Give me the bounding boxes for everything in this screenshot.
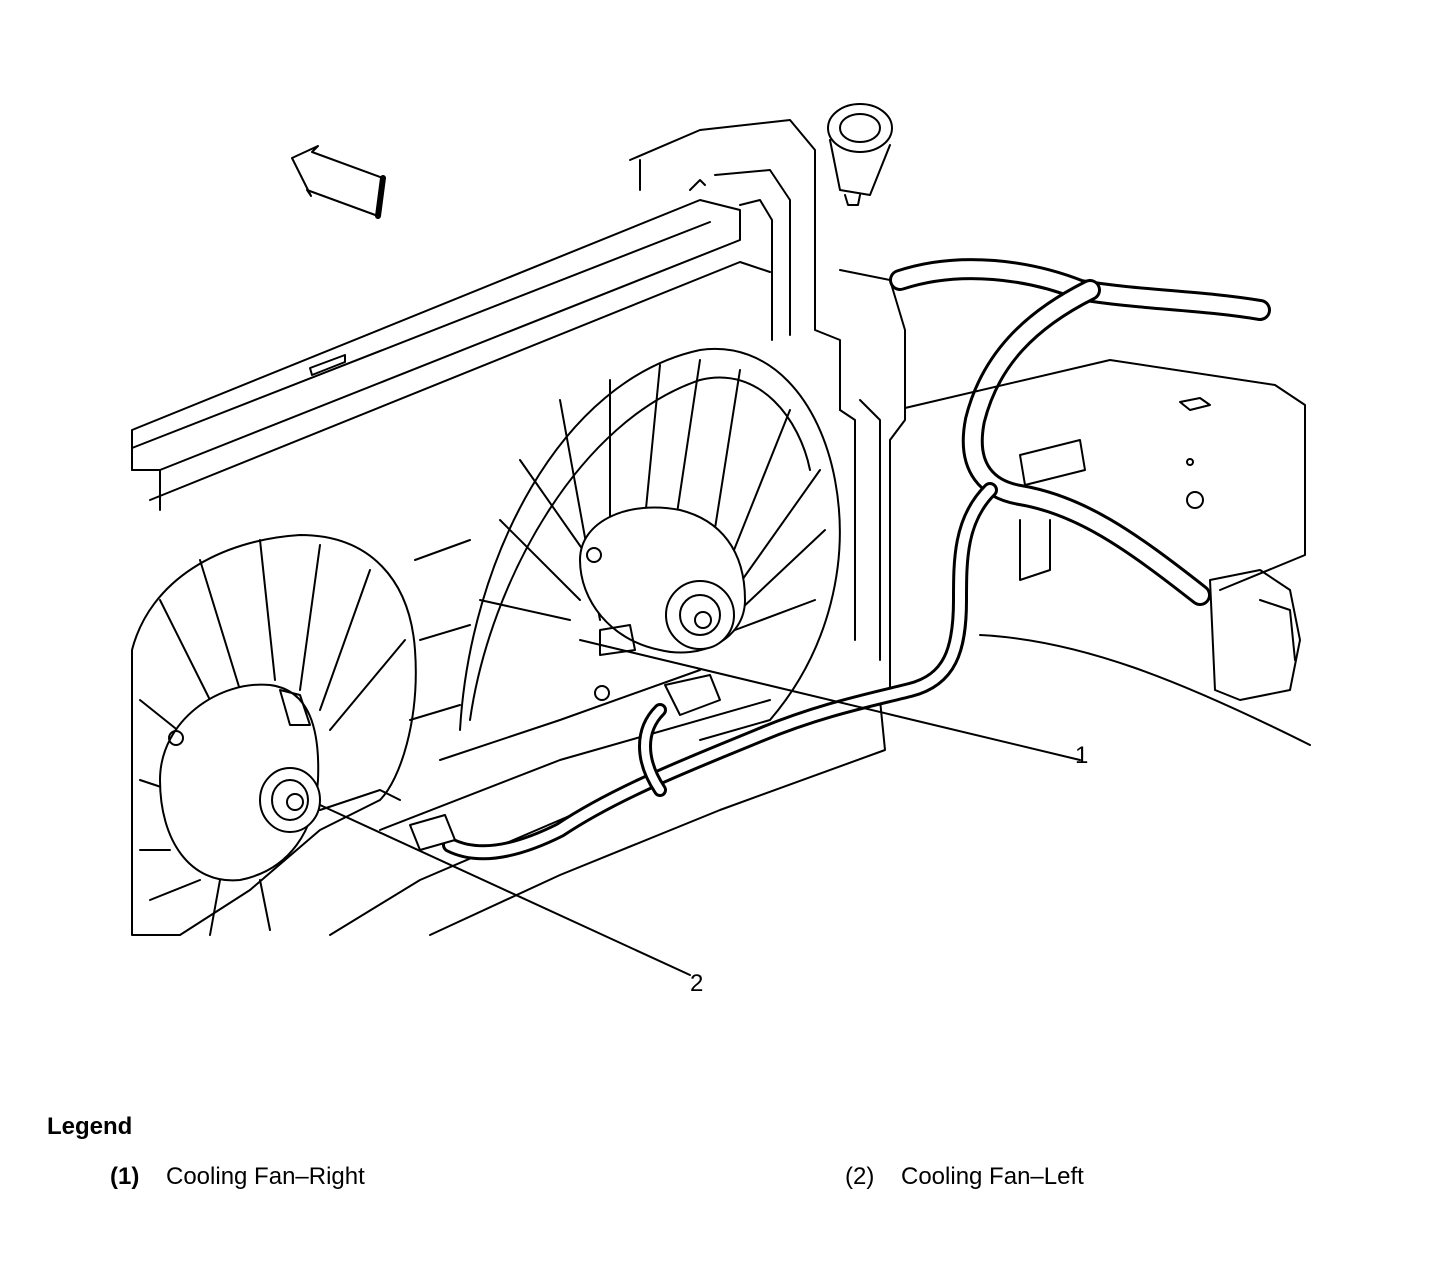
legend-item-label: Cooling Fan–Left	[901, 1163, 1084, 1190]
legend-item-cooling-fan-right: (1) Cooling Fan–Right	[110, 1163, 365, 1191]
legend-item-number: (1)	[110, 1163, 140, 1190]
legend-title: Legend	[47, 1113, 133, 1140]
cooling-fan-assembly-illustration	[131, 103, 1311, 976]
wiring-harness	[442, 258, 1271, 861]
body-panel	[904, 359, 1311, 746]
radiator-frame	[131, 119, 841, 511]
leader-line-1	[579, 639, 1081, 761]
callout-2: 2	[690, 970, 704, 997]
legend-item-label: Cooling Fan–Right	[166, 1163, 365, 1190]
callout-1: 1	[1075, 742, 1089, 769]
radiator-side-tank	[839, 269, 906, 701]
radiator-filler-neck	[827, 103, 893, 206]
right-fan-motor	[579, 506, 746, 701]
left-fan-motor	[159, 683, 321, 882]
legend-item-number: (2)	[845, 1163, 875, 1190]
harness-connectors	[409, 569, 1301, 851]
forward-arrow-icon	[291, 145, 386, 219]
legend-item-cooling-fan-left: (2) Cooling Fan–Left	[845, 1163, 1084, 1191]
callout-leader-lines	[319, 639, 1081, 976]
leader-line-2	[319, 804, 691, 976]
